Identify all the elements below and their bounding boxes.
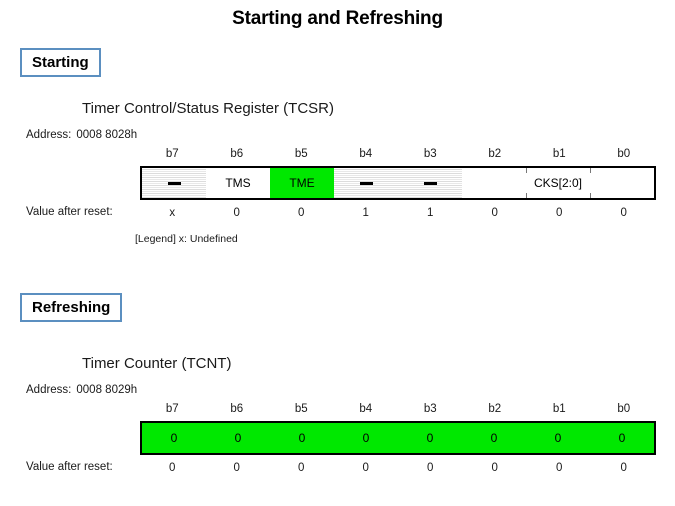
register-field-reserved: [398, 168, 463, 198]
bit-label-b7: b7: [165, 403, 179, 415]
bit-label-row-tcnt: b7 b6 b5 b4 b3 b2 b1 b0: [140, 401, 656, 417]
register-title-tcnt: Timer Counter (TCNT): [82, 355, 232, 372]
register-address-label: Address:: [26, 129, 72, 141]
register-field-0: 0: [334, 423, 399, 453]
reset-value-b1: 0: [556, 207, 563, 219]
bit-label-b7: b7: [165, 148, 179, 160]
bit-label-row-tcsr: b7 b6 b5 b4 b3 b2 b1 b0: [140, 146, 656, 162]
reset-value-b5: 0: [298, 207, 305, 219]
register-field-0: 0: [270, 423, 335, 453]
register-box-tcsr: TMS TME CKS[2:0]: [140, 166, 656, 200]
register-address-tcsr: Address: 0008 8028h: [26, 129, 137, 141]
register-field-0: 0: [142, 423, 207, 453]
reset-value-label-tcsr: Value after reset:: [26, 206, 113, 218]
register-field-tms: TMS: [206, 168, 271, 198]
register-field-cks20: CKS[2:0]: [462, 168, 654, 198]
bit-label-b4: b4: [359, 403, 373, 415]
reset-value-b4: 0: [362, 462, 369, 474]
register-field-reserved: [142, 168, 207, 198]
section-heading-refreshing: Refreshing: [20, 293, 123, 322]
page-title: Starting and Refreshing: [232, 8, 443, 29]
reserved-dash-icon: [167, 181, 181, 185]
reset-value-row-tcnt: 0 0 0 0 0 0 0 0: [140, 460, 656, 476]
register-box-tcnt: 0 0 0 0 0 0 0 0: [140, 421, 656, 455]
register-field-0: 0: [206, 423, 271, 453]
reset-value-b4: 1: [362, 207, 369, 219]
bit-label-b3: b3: [423, 148, 437, 160]
register-title-tcsr: Timer Control/Status Register (TCSR): [82, 100, 334, 117]
reset-value-b3: 1: [427, 207, 434, 219]
reset-value-b2: 0: [491, 207, 498, 219]
reset-value-b7: 0: [169, 462, 176, 474]
reset-value-b3: 0: [427, 462, 434, 474]
reset-value-row-tcsr: x 0 0 1 1 0 0 0: [140, 205, 656, 221]
reset-value-b5: 0: [298, 462, 305, 474]
bit-label-b0: b0: [617, 148, 631, 160]
register-field-label: CKS[2:0]: [533, 176, 583, 190]
register-legend-tcsr: [Legend] x: Undefined: [135, 233, 238, 245]
bit-label-b2: b2: [488, 148, 502, 160]
register-field-label: TME: [289, 176, 315, 190]
register-field-0: 0: [590, 423, 654, 453]
register-field-label: 0: [362, 431, 370, 445]
register-field-label: 0: [298, 431, 306, 445]
reset-value-b0: 0: [620, 207, 627, 219]
reserved-dash-icon: [359, 181, 373, 185]
bit-label-b1: b1: [552, 403, 566, 415]
register-field-label: 0: [554, 431, 562, 445]
register-address-value: 0008 8028h: [76, 129, 138, 141]
reset-value-label-tcnt: Value after reset:: [26, 461, 113, 473]
register-field-label: 0: [170, 431, 178, 445]
register-field-label: 0: [490, 431, 498, 445]
reset-value-b7: x: [169, 207, 176, 219]
register-field-tme: TME: [270, 168, 335, 198]
reset-value-b0: 0: [620, 462, 627, 474]
section-heading-starting: Starting: [20, 48, 101, 77]
register-field-label: TMS: [225, 176, 251, 190]
register-field-reserved: [334, 168, 399, 198]
bit-label-b5: b5: [294, 148, 308, 160]
section-heading-starting-label: Starting: [32, 54, 89, 71]
register-address-tcnt: Address: 0008 8029h: [26, 384, 137, 396]
bit-label-b3: b3: [423, 403, 437, 415]
bit-label-b5: b5: [294, 403, 308, 415]
section-heading-refreshing-label: Refreshing: [32, 299, 111, 316]
bit-label-b0: b0: [617, 403, 631, 415]
register-address-label: Address:: [26, 384, 72, 396]
register-field-label: 0: [234, 431, 242, 445]
register-field-0: 0: [526, 423, 591, 453]
reset-value-b6: 0: [233, 462, 240, 474]
register-field-label: 0: [426, 431, 434, 445]
register-field-0: 0: [398, 423, 463, 453]
bit-label-b6: b6: [230, 148, 244, 160]
reserved-dash-icon: [423, 181, 437, 185]
bit-label-b1: b1: [552, 148, 566, 160]
reset-value-b2: 0: [491, 462, 498, 474]
register-field-0: 0: [462, 423, 527, 453]
register-address-value: 0008 8029h: [76, 384, 138, 396]
bit-label-b4: b4: [359, 148, 373, 160]
reset-value-b1: 0: [556, 462, 563, 474]
bit-label-b6: b6: [230, 403, 244, 415]
bit-label-b2: b2: [488, 403, 502, 415]
register-field-label: 0: [618, 431, 626, 445]
reset-value-b6: 0: [233, 207, 240, 219]
